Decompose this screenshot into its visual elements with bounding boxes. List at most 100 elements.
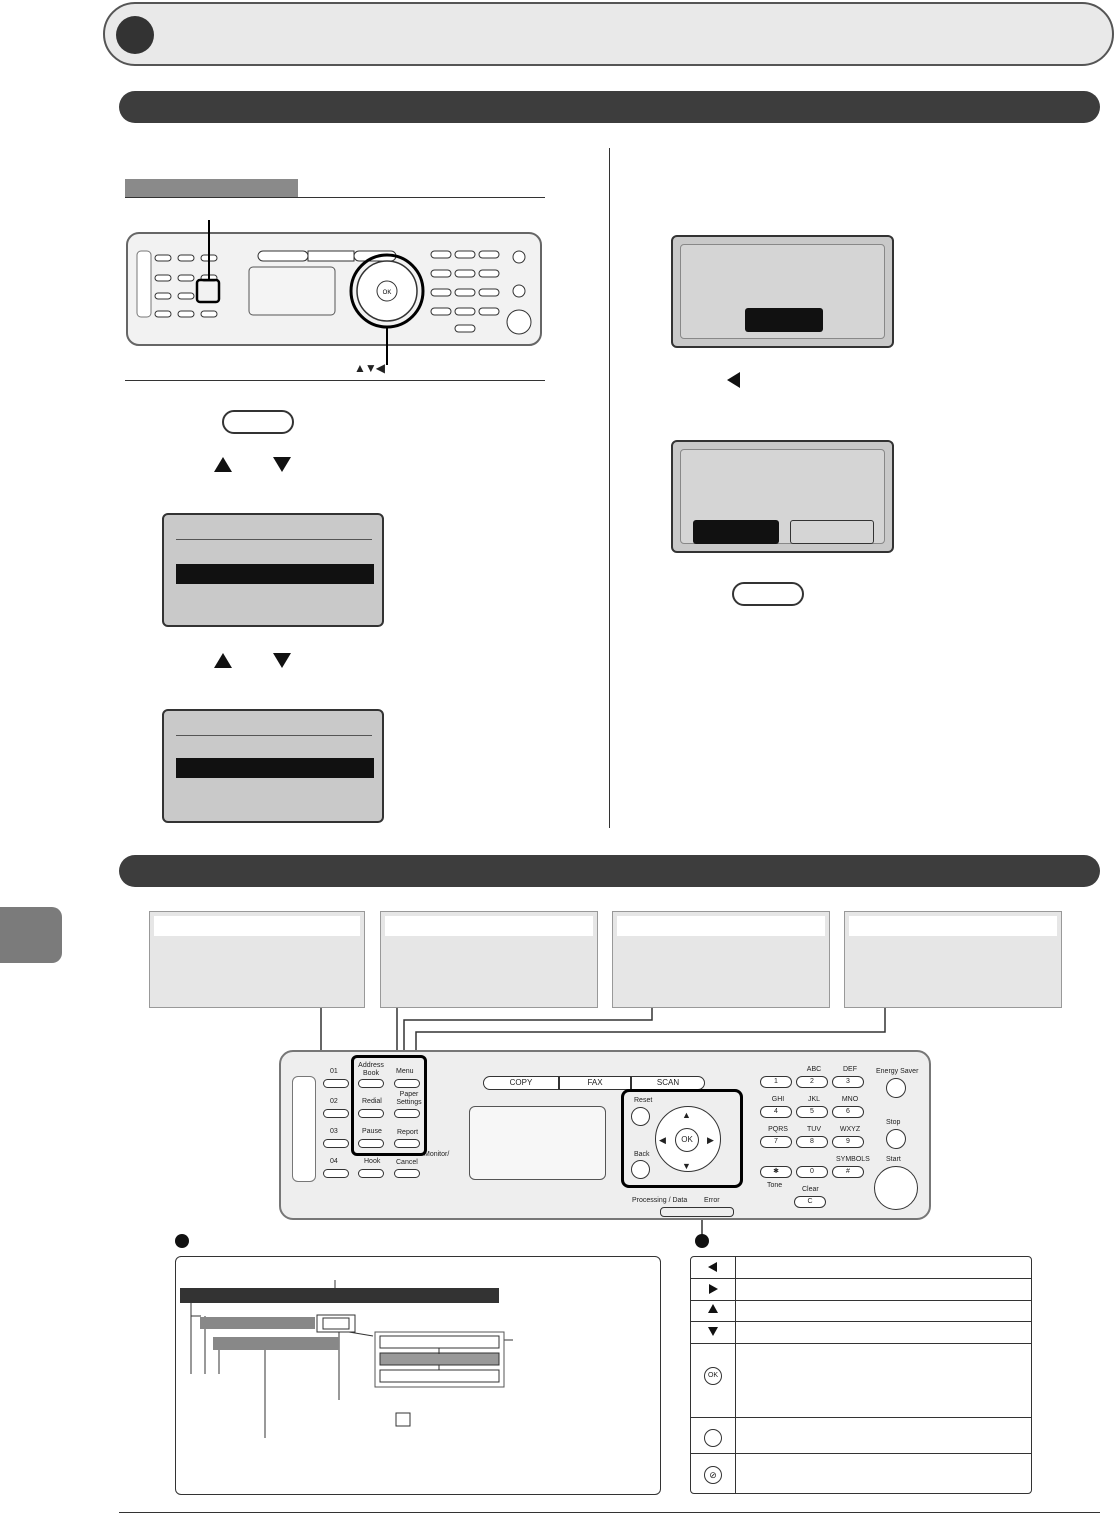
- address-book-button[interactable]: [358, 1079, 384, 1088]
- callout-report: [844, 911, 1062, 1008]
- error-label: Error: [704, 1197, 720, 1204]
- left-arrow-icon: [727, 372, 740, 388]
- back-button[interactable]: [631, 1160, 650, 1179]
- left-arrow-icon: [708, 1262, 717, 1272]
- one-touch-key-04[interactable]: [323, 1169, 349, 1178]
- reset-button[interactable]: [631, 1107, 650, 1126]
- chapter-side-tab: [0, 907, 62, 963]
- keypad-letters-1: ABC: [806, 1066, 822, 1073]
- paper-settings-button[interactable]: [394, 1109, 420, 1118]
- stop-label: Stop: [886, 1119, 901, 1126]
- report-button[interactable]: [394, 1139, 420, 1148]
- label-dot-a: [175, 1234, 189, 1248]
- section-bar-2: [119, 855, 1100, 887]
- keypad-key-5[interactable]: 6: [832, 1106, 864, 1118]
- start-label: Start: [886, 1156, 901, 1163]
- chapter-number-dot: [116, 16, 154, 54]
- down-arrow-icon: [273, 653, 291, 668]
- keypad-letters-6: PQRS: [768, 1126, 788, 1133]
- lcd-screen-3: [671, 235, 894, 348]
- one-touch-key-01[interactable]: [323, 1079, 349, 1088]
- up-arrow-icon: [214, 653, 232, 668]
- nav-up-icon[interactable]: ▲: [682, 1110, 691, 1120]
- lcd-button-yes: [693, 520, 779, 544]
- highlight-frame-keys: [351, 1055, 427, 1156]
- ok-button[interactable]: OK: [675, 1128, 699, 1152]
- one-touch-key-03[interactable]: [323, 1139, 349, 1148]
- key-placeholder-1: [222, 410, 294, 434]
- tab-scan[interactable]: SCAN: [631, 1076, 705, 1090]
- back-label: Back: [634, 1151, 650, 1158]
- highlight-frame-nav: [621, 1089, 743, 1188]
- lcd-highlight-2: [176, 758, 374, 778]
- lcd-button-no: [790, 520, 874, 544]
- redial-label: Redial: [362, 1098, 382, 1105]
- callout-menu: [380, 911, 598, 1008]
- subheading-tab: [125, 179, 298, 197]
- right-arrow-icon: [709, 1284, 718, 1294]
- keypad-key-0[interactable]: 1: [760, 1076, 792, 1088]
- keypad-key-4[interactable]: 5: [796, 1106, 828, 1118]
- screen-structure-diagram: [180, 1280, 513, 1438]
- section-bar-1: [119, 91, 1100, 123]
- start-button[interactable]: [874, 1166, 918, 1210]
- panel-display: [469, 1106, 606, 1180]
- keypad-key-11[interactable]: #: [832, 1166, 864, 1178]
- paper-settings-label: Paper Settings: [396, 1091, 422, 1106]
- arrow-keys-caption: ▲▼◀: [354, 361, 385, 375]
- cancel-button[interactable]: [394, 1169, 420, 1178]
- reset-label: Reset: [634, 1097, 653, 1104]
- hook-button[interactable]: [358, 1169, 384, 1178]
- nav-down-icon[interactable]: ▼: [682, 1161, 691, 1171]
- keypad-letters-8: WXYZ: [839, 1126, 861, 1133]
- key-function-table: [690, 1256, 1032, 1494]
- keypad-key-8[interactable]: 9: [832, 1136, 864, 1148]
- keypad-letters-4: JKL: [807, 1096, 821, 1103]
- keypad-key-6[interactable]: 7: [760, 1136, 792, 1148]
- chapter-header: [103, 2, 1114, 66]
- keypad-letters-2: DEF: [843, 1066, 857, 1073]
- tone-label: Tone: [767, 1182, 783, 1189]
- one-touch-label-01: 01: [330, 1068, 338, 1075]
- report-label: Report: [397, 1129, 419, 1136]
- clear-button[interactable]: C: [794, 1196, 826, 1208]
- nav-right-icon[interactable]: ▶: [707, 1135, 714, 1145]
- one-touch-key-02[interactable]: [323, 1109, 349, 1118]
- energy-saver-button[interactable]: [886, 1078, 906, 1098]
- keypad-letters-3: GHI: [771, 1096, 785, 1103]
- redial-button[interactable]: [358, 1109, 384, 1118]
- tab-copy[interactable]: COPY: [483, 1076, 559, 1090]
- indicator-slot: [660, 1207, 734, 1217]
- keypad-letters-7: TUV: [807, 1126, 821, 1133]
- keypad-key-2[interactable]: 3: [832, 1076, 864, 1088]
- clear-label: Clear: [802, 1186, 819, 1193]
- keypad-key-10[interactable]: 0: [796, 1166, 828, 1178]
- lcd-screen-4: [671, 440, 894, 553]
- pause-label: Pause: [362, 1128, 382, 1135]
- tab-fax[interactable]: FAX: [559, 1076, 631, 1090]
- key-placeholder-2: [732, 582, 804, 606]
- keypad-key-9[interactable]: ✱: [760, 1166, 792, 1178]
- cancel-label: Cancel: [396, 1159, 418, 1166]
- hook-label: Hook: [364, 1158, 381, 1165]
- nav-left-icon[interactable]: ◀: [659, 1135, 666, 1145]
- one-touch-label-area: [292, 1076, 316, 1182]
- operation-panel-small: OK: [126, 220, 542, 365]
- down-arrow-icon: [273, 457, 291, 472]
- keypad-key-3[interactable]: 4: [760, 1106, 792, 1118]
- lcd-highlight-1: [176, 564, 374, 584]
- keypad-key-7[interactable]: 8: [796, 1136, 828, 1148]
- column-divider: [609, 148, 610, 828]
- footer-rule: [119, 1512, 1100, 1513]
- stop-button[interactable]: [886, 1129, 906, 1149]
- down-arrow-icon: [708, 1327, 718, 1336]
- callout-address-book: [149, 911, 365, 1008]
- keypad-key-1[interactable]: 2: [796, 1076, 828, 1088]
- label-dot-b: [695, 1234, 709, 1248]
- pause-button[interactable]: [358, 1139, 384, 1148]
- menu-label: Menu: [396, 1068, 414, 1075]
- address-book-label: Address Book: [358, 1062, 384, 1077]
- menu-button[interactable]: [394, 1079, 420, 1088]
- energy-saver-label: Energy Saver: [876, 1068, 919, 1075]
- keypad-letters-11: SYMBOLS: [836, 1156, 870, 1163]
